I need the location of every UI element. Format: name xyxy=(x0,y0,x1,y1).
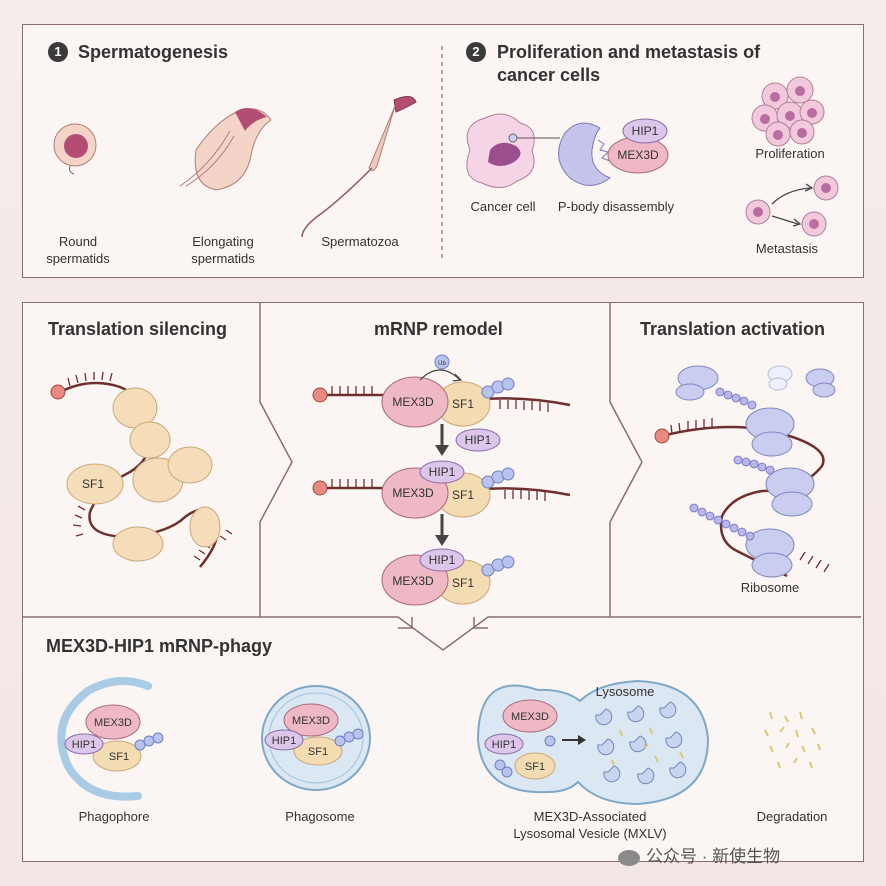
wechat-icon xyxy=(618,849,640,866)
phagosome-label: Phagosome xyxy=(285,809,355,824)
mrnp-phagy-title: MEX3D-HIP1 mRNP-phagy xyxy=(46,636,273,656)
round-spermatids-label: Round spermatids xyxy=(46,234,110,266)
mechanism-panel xyxy=(22,302,864,862)
cancer-cell-label: Cancer cell xyxy=(470,199,536,214)
section2-number-badge: 2 xyxy=(466,42,486,62)
metastasis-label: Metastasis xyxy=(755,241,819,256)
watermark: 公众号 · 新使生物 xyxy=(618,842,780,867)
section1-number-badge: 1 xyxy=(48,42,68,62)
phagophore-label: Phagophore xyxy=(78,809,150,824)
translation-silencing-title: Translation silencing xyxy=(48,319,228,339)
pbody-disassembly-label: P-body disassembly xyxy=(557,199,675,214)
mxlv-label: MEX3D-Associated Lysosomal Vesicle (MXLV… xyxy=(513,809,667,841)
translation-activation-title: Translation activation xyxy=(640,319,826,339)
proliferation-label: Proliferation xyxy=(755,146,825,161)
degradation-label: Degradation xyxy=(756,809,828,824)
top-panel xyxy=(22,24,864,278)
section2-title-line1: Proliferation and metastasis of xyxy=(497,42,761,62)
elongating-spermatids-label: Elongating spermatids xyxy=(191,234,255,266)
spermatozoa-label: Spermatozoa xyxy=(321,234,399,249)
section1-title: Spermatogenesis xyxy=(78,42,229,62)
watermark-text: 公众号 · 新使生物 xyxy=(646,847,781,866)
mrnp-remodel-title: mRNP remodel xyxy=(374,319,503,339)
section2-title-line2: cancer cells xyxy=(497,65,601,85)
